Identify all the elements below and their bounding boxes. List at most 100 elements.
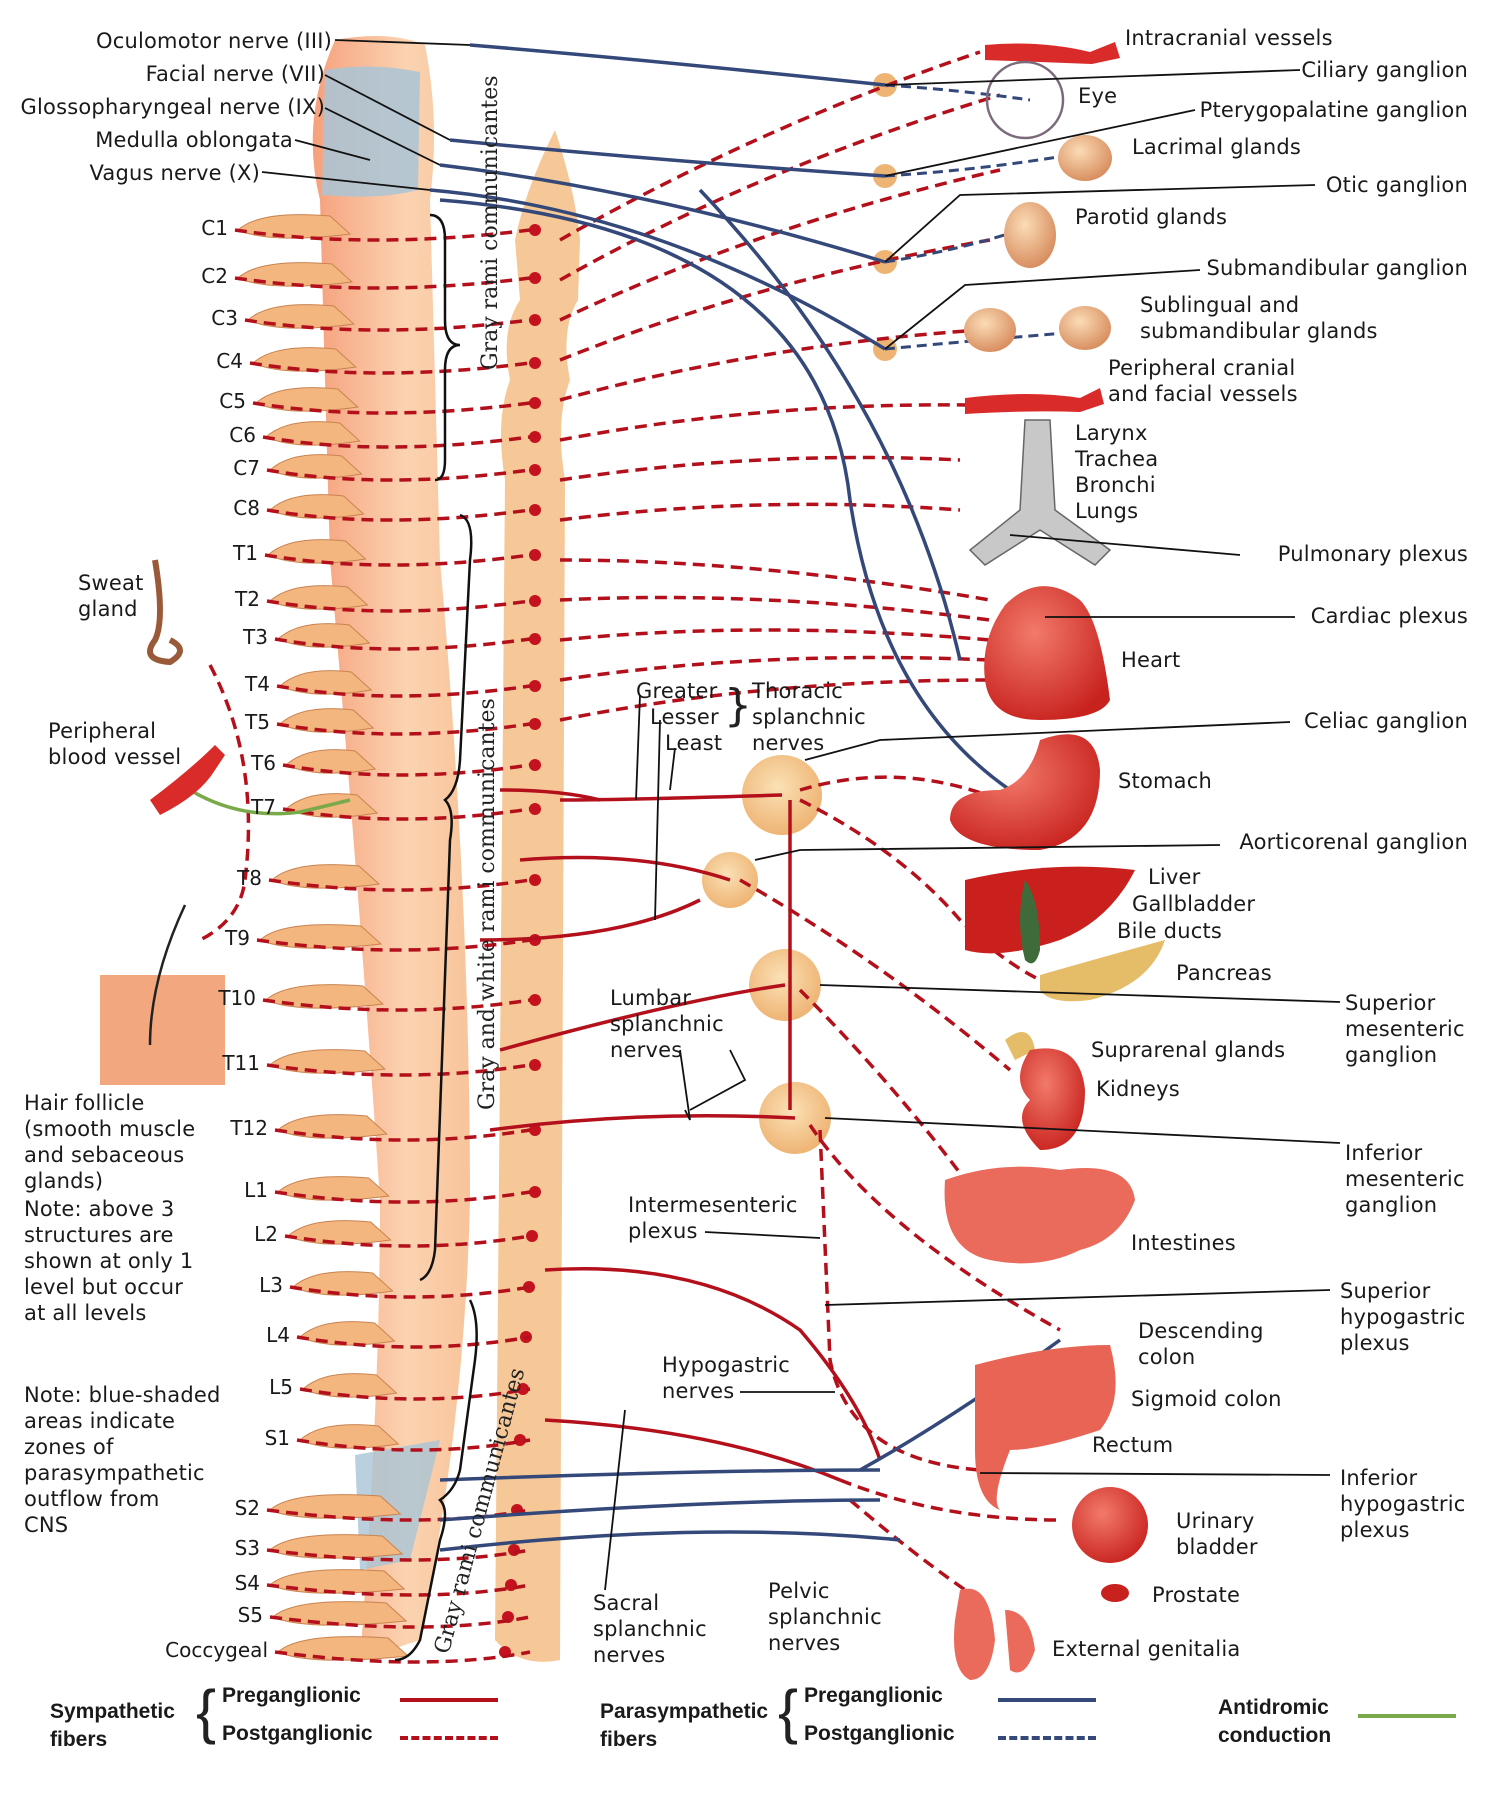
note-structures-levels: Note: above 3 structures are shown at on… [24, 1197, 194, 1325]
segment-label-c1: C1 [201, 216, 228, 240]
gray-ramus-coccygeal [274, 1650, 531, 1664]
gray-ramus-s4 [266, 1583, 531, 1597]
legend-sympathetic-title: Sympathetic fibers [50, 1700, 175, 1751]
parotid-gland-shape [1004, 202, 1056, 268]
prostate-shape [1101, 1584, 1129, 1602]
label-prostate: Prostate [1152, 1583, 1241, 1607]
stomach-shape [950, 734, 1100, 850]
legend-sympathetic-pre-label: Preganglionic [222, 1684, 361, 1707]
lacrimal-gland-shape [1058, 135, 1112, 181]
root-l2 [287, 1220, 392, 1245]
trunk-ganglion-t8 [529, 874, 541, 886]
sympathetic-fiber-to-organ [559, 455, 961, 482]
gray-ramus-c1 [234, 228, 531, 242]
sympathetic-fiber-to-organ [559, 403, 971, 442]
label-hypogastric-nerves: Hypogastric nerves [662, 1353, 790, 1403]
trunk-ganglion-l3 [523, 1281, 535, 1293]
root-t10 [265, 984, 385, 1009]
label-pancreas: Pancreas [1176, 961, 1272, 985]
spinal-roots [237, 214, 410, 1661]
gray-ramus-t8 [268, 878, 531, 892]
gray-ramus-l5 [299, 1387, 531, 1401]
gray-ramus-l3 [289, 1285, 531, 1299]
segment-label-t5: T5 [245, 710, 270, 734]
root-c1 [237, 214, 352, 239]
segment-label-t10: T10 [218, 986, 256, 1010]
gray-ramus-t3 [274, 637, 531, 651]
trachea-bronchi-shape [968, 419, 1112, 566]
label-eye: Eye [1078, 84, 1118, 108]
root-t11 [269, 1049, 386, 1074]
gray-ramus-s1 [296, 1438, 531, 1452]
legend-sympathetic-post-line [400, 1736, 498, 1740]
segment-label-t12: T12 [230, 1116, 268, 1140]
legend-parasympathetic-title: Parasympathetic fibers [600, 1700, 769, 1751]
root-coccygeal [277, 1636, 410, 1661]
gray-ramus-c6 [262, 435, 531, 449]
submandibular-gland-shape [964, 308, 1016, 352]
label-intestines: Intestines [1131, 1231, 1236, 1255]
gray-ramus-t10 [262, 998, 531, 1012]
label-pterygopalatine-ganglion: Pterygopalatine ganglion [1199, 98, 1468, 122]
gray-ramus-t1 [264, 553, 531, 567]
root-s5 [272, 1601, 408, 1626]
legend-antidromic-title: Antidromic conduction [1218, 1696, 1332, 1747]
label-aorticorenal-ganglion: Aorticorenal ganglion [1239, 830, 1468, 854]
segment-label-t2: T2 [235, 587, 260, 611]
gray-ramus-c4 [249, 361, 531, 375]
skin-block [100, 975, 225, 1085]
kidney-shape [1020, 1048, 1085, 1150]
label-otic-ganglion: Otic ganglion [1325, 173, 1468, 197]
label-thoracic-splanchnic-nerves: Thoracic splanchnic nerves [752, 679, 866, 755]
trunk-ganglion-c5 [529, 397, 541, 409]
root-s3 [269, 1534, 404, 1559]
label-sigmoid-colon: Sigmoid colon [1131, 1387, 1282, 1411]
segment-label-c3: C3 [211, 306, 238, 330]
label-rectum: Rectum [1092, 1433, 1174, 1457]
segment-label-c2: C2 [201, 264, 228, 288]
label-lacrimal-glands: Lacrimal glands [1132, 135, 1302, 159]
trunk-ganglion-l1 [529, 1186, 541, 1198]
segment-label-l1: L1 [244, 1178, 268, 1202]
label-greater-splanchnic: Greater [636, 679, 718, 703]
label-glossopharyngeal-nerve: Glossopharyngeal nerve (IX) [20, 95, 325, 119]
label-heart: Heart [1121, 648, 1181, 672]
segment-label-l4: L4 [266, 1323, 290, 1347]
root-t12 [277, 1114, 388, 1139]
segment-label-s3: S3 [234, 1536, 260, 1560]
label-larynx-trachea-bronchi-lungs: Larynx Trachea Bronchi Lungs [1075, 421, 1159, 523]
leader-lines [261, 39, 1341, 1591]
parasympathetic-preganglionic-fibers [429, 43, 1062, 1552]
thoracic-splanchnic-brace: } [724, 680, 753, 731]
organs [100, 42, 1165, 1680]
label-least-splanchnic: Least [665, 731, 723, 755]
segment-label-c4: C4 [216, 349, 243, 373]
gray-ramus-c8 [266, 508, 531, 522]
legend-antidromic-line [1358, 1714, 1456, 1718]
trunk-ganglion-t5 [529, 718, 541, 730]
liver-shape [965, 866, 1135, 954]
label-gallbladder: Gallbladder [1132, 892, 1256, 916]
legend-parasympathetic-post-line [998, 1736, 1096, 1740]
trunk-ganglion-t3 [529, 633, 541, 645]
label-superior-mesenteric-ganglion: Superior mesenteric ganglion [1345, 991, 1465, 1067]
eye-shape [985, 60, 1065, 140]
trunk-ganglion-t12 [529, 1124, 541, 1136]
label-sacral-splanchnic-nerves: Sacral splanchnic nerves [593, 1591, 707, 1667]
root-s4 [269, 1569, 406, 1594]
gray-ramus-l2 [284, 1234, 531, 1248]
label-medulla-oblongata: Medulla oblongata [95, 128, 293, 152]
gray-ramus-t5 [276, 722, 531, 736]
gray-ramus-c7 [266, 468, 531, 482]
suprarenal-shape [1005, 1032, 1035, 1060]
gray-ramus-t9 [256, 938, 531, 952]
segment-label-t4: T4 [245, 672, 270, 696]
label-lesser-splanchnic: Lesser [650, 705, 719, 729]
label-cardiac-plexus: Cardiac plexus [1310, 604, 1468, 628]
gray-ramus-t6 [282, 763, 531, 777]
label-inferior-hypogastric-plexus: Inferior hypogastric plexus [1340, 1466, 1466, 1542]
sublingual-gland-shape [1059, 306, 1111, 350]
sympathetic-fiber-to-organ [559, 328, 981, 402]
segment-label-t8: T8 [237, 866, 262, 890]
